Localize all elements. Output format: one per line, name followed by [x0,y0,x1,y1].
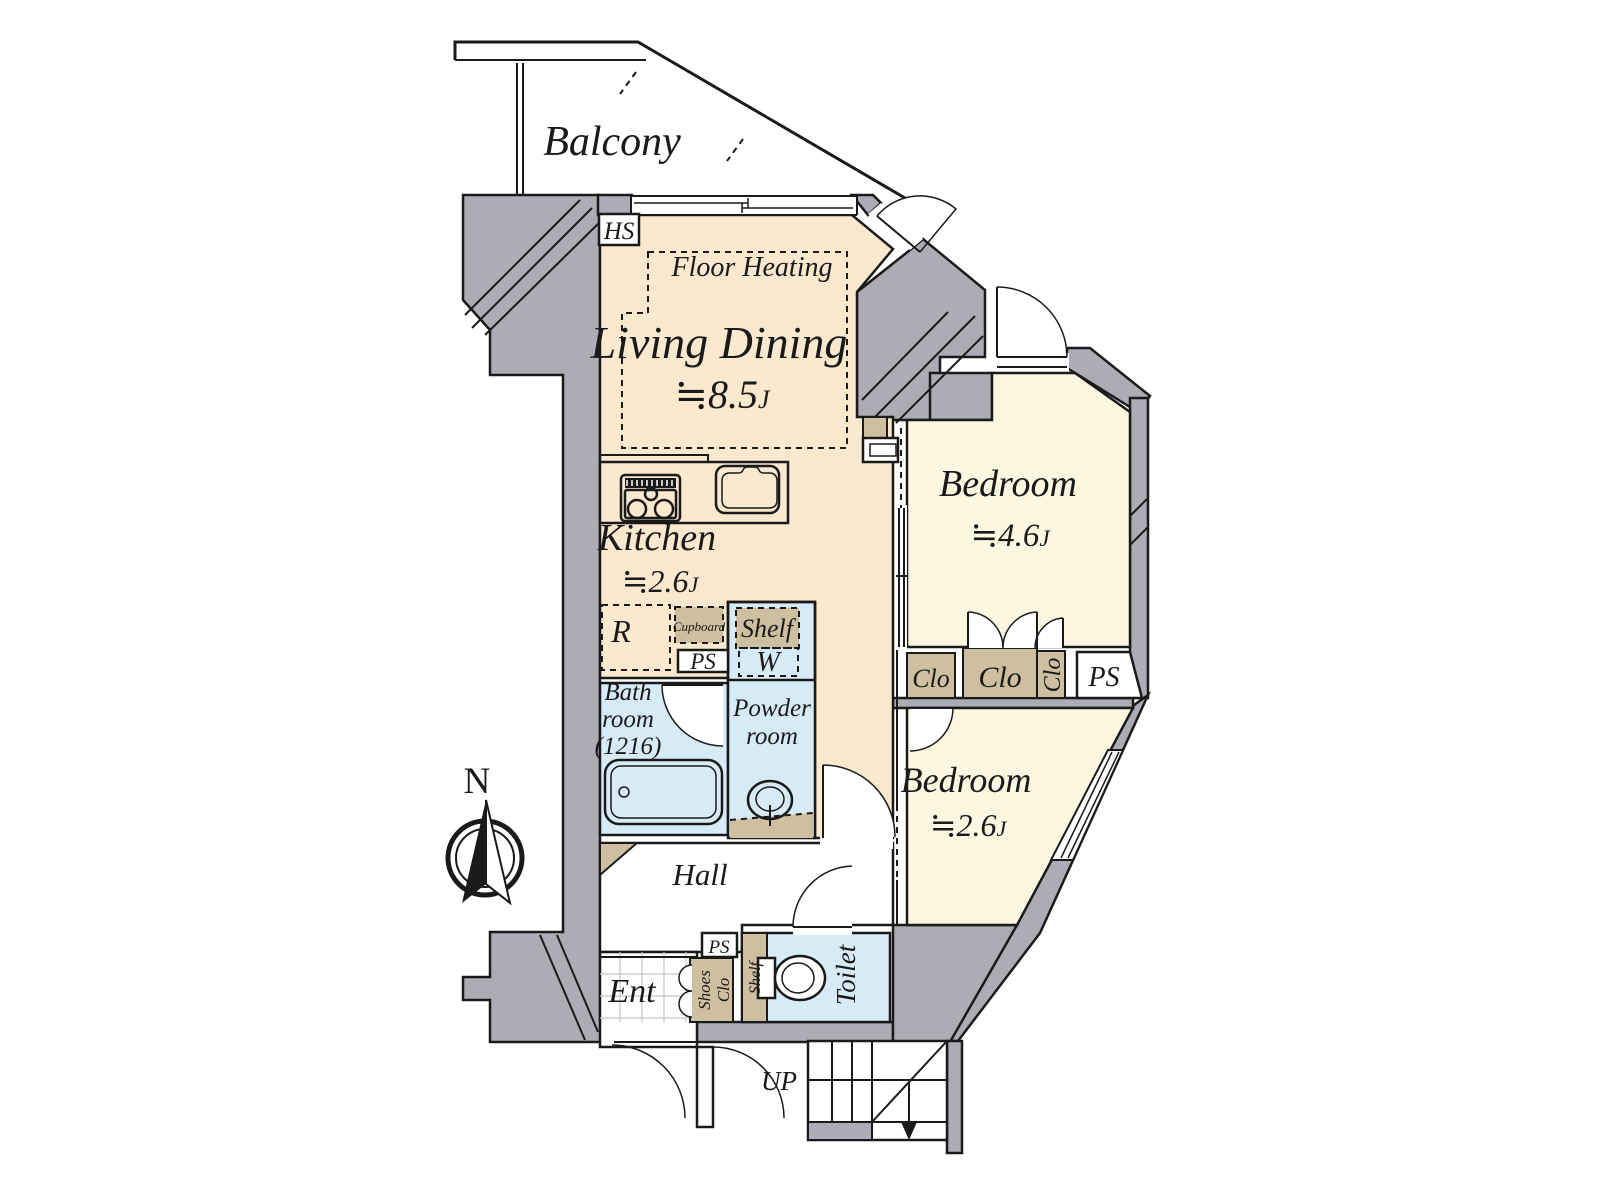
bathtub-icon [603,758,724,826]
pipe-space-kitchen [676,648,730,674]
balcony-label: Balcony [543,119,681,165]
compass-needle-dark [462,800,486,903]
wall-hatch-topleft [464,199,601,336]
closet3-label: Clo [1040,658,1066,693]
closet-doors [967,611,1064,649]
windows [630,195,1125,861]
north-label: N [464,761,491,802]
closet1-label: Clo [912,664,950,693]
bedroom1-size: ≒4.6J [970,518,1051,554]
doors [611,195,1069,1129]
toilet-icon [756,954,827,1002]
pipe-space-hall [700,931,739,959]
refrigerator-space [601,604,671,671]
fixtures [597,212,1144,1023]
powder-label-1: Powder [732,695,811,722]
wall-top-left [596,193,634,217]
shoes-closet-box [689,957,734,1023]
closet-3-box [1036,650,1066,699]
living-bedroom1-partition [896,428,907,650]
hs-label: HS [603,218,635,245]
hall-ldk-door [820,764,896,849]
balcony-area [453,40,906,200]
wall-hatch-chunk [861,311,984,424]
bedroom1-door [995,286,1069,371]
stairs [806,1039,949,1142]
wall-bottom-band [695,1020,895,1044]
ps-kitchen-label: PS [689,649,716,674]
kitchen-step-line [600,454,709,462]
stove-icon [619,473,682,523]
kitchen-shelf-box [735,607,800,649]
living-dining-label: Living Dining [590,317,848,368]
powder-sink-icon [729,779,814,838]
hs-box [597,212,641,247]
hall-label: Hall [671,857,727,892]
kitchen-shelf-label: Shelf [741,614,797,643]
shoes-closet-label-1: Shoes [695,970,714,1010]
shoes-closet-label-2: Clo [714,978,733,1003]
living-balcony-window [630,195,858,216]
bathroom-door [661,684,724,747]
bedroom2-door [909,707,954,752]
wall-bedroom1-right [1128,396,1150,700]
washer-space [738,647,799,677]
shoes-closet-door [678,964,693,1018]
toilet-door [742,865,890,935]
washer-label: W [756,647,782,678]
floor-heating-label: Floor Heating [671,252,833,283]
bathroom-label-2: room [602,706,654,733]
sink-icon [714,464,781,515]
living-dining-size: ≒8.5J [674,372,771,417]
bedroom2-label: Bedroom [901,760,1032,800]
entrance-door [611,1041,785,1129]
toilet-shelf-label: Shelf [747,959,764,994]
powder-label-2: room [746,723,798,750]
bathroom-label-1: Bath [604,679,651,706]
compass [445,799,525,906]
ps-bedroom-label: PS [1087,662,1119,693]
wall-closet-bedroom2 [891,696,1135,710]
labels: Balcony HS Floor Heating Living Dining ≒… [464,119,1120,1096]
toilet-label: Toilet [831,943,861,1005]
refrigerator-label: R [610,613,631,649]
balcony-divider [516,63,524,195]
balcony-partition-dash-2 [726,138,744,162]
niche-counter [861,436,900,464]
bedroom2-size: ≒2.6J [930,807,1008,843]
hall-corner-shelf [599,842,640,878]
pipe-space-bedroom [1075,650,1144,700]
bedroom1-label: Bedroom [939,463,1077,505]
balcony-partition-dash-1 [619,71,637,95]
room-bedroom2 [905,706,1136,927]
floor-heating-outline [621,251,848,449]
closet2-label: Clo [978,661,1021,694]
wall-bedroom1-topleft [928,371,994,422]
entrance-label: Ent [607,973,657,1010]
cupboard-label: Cupboard [673,619,726,634]
stairs-arrow-head [901,1122,917,1140]
bathroom-label-3: (1216) [595,733,662,760]
bedroom2-window [1049,749,1125,861]
kitchen-size: ≒2.6J [622,563,700,599]
wall-stair-bar [945,1039,964,1155]
kitchen-label: Kitchen [597,517,716,559]
powder-upper-compartment [726,600,817,682]
stairs-diagonal [871,1040,948,1123]
balcony-railing [453,40,906,200]
pillar-box [862,416,888,439]
cupboard-box [674,606,724,644]
closet-1-box [906,652,956,699]
compass-needle-light [485,799,512,906]
ps-hall-label: PS [707,937,730,958]
living-balcony-door [868,195,958,253]
wall-hatch-bedroom1 [1129,497,1149,546]
up-label: UP [761,1066,797,1096]
wall-hatch-bottomleft [539,934,599,1041]
